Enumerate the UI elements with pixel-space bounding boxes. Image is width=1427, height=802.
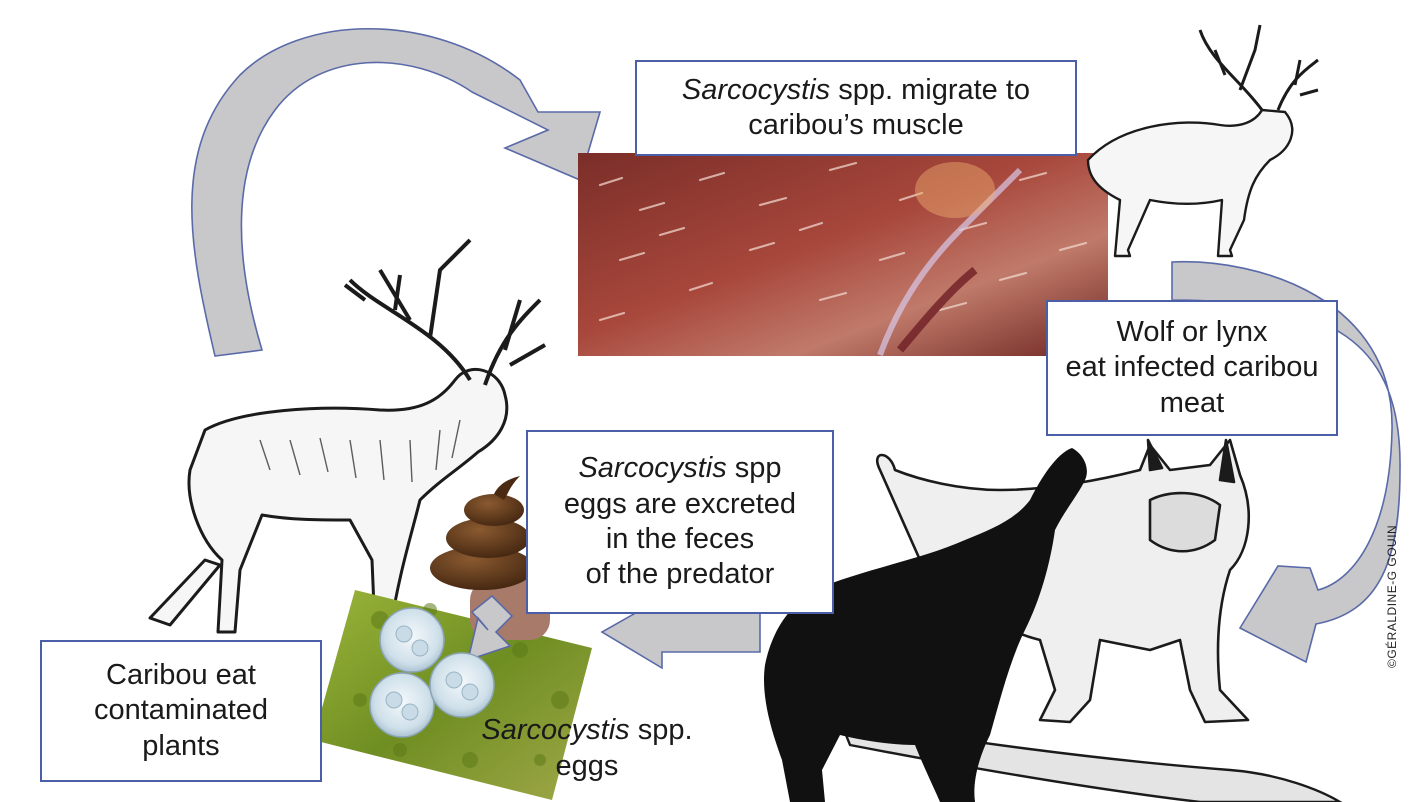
box-predator-eat-meat: Wolf or lynx eat infected caribou meat xyxy=(1046,300,1338,436)
egg-1 xyxy=(380,608,444,672)
excreted-line-3: in the feces xyxy=(528,522,832,557)
eggs-label: Sarcocystis spp. eggs xyxy=(452,712,722,785)
excreted-line-2: eggs are excreted xyxy=(528,487,832,522)
excreted-line-1: Sarcocystis spp xyxy=(528,451,832,486)
caribou-line-3: plants xyxy=(42,729,320,764)
predator-line-1: Wolf or lynx xyxy=(1048,315,1336,350)
box-eggs-excreted: Sarcocystis spp eggs are excreted in the… xyxy=(526,430,834,614)
box-caribou-eat-plants: Caribou eat contaminated plants xyxy=(40,640,322,782)
excreted-line-4: of the predator xyxy=(528,557,832,592)
box-migrate-to-muscle: Sarcocystis spp. migrate to caribou’s mu… xyxy=(635,60,1077,156)
egg-2 xyxy=(370,673,434,737)
eggs-label-line-2: eggs xyxy=(452,748,722,784)
caribou-line-2: contaminated xyxy=(42,693,320,728)
predator-line-2: eat infected caribou xyxy=(1048,350,1336,385)
migrate-line-1: Sarcocystis spp. migrate to xyxy=(637,73,1075,108)
predator-line-3: meat xyxy=(1048,386,1336,421)
egg-3 xyxy=(430,653,494,717)
eggs-label-line-1: Sarcocystis spp. xyxy=(452,712,722,748)
caribou-line-1: Caribou eat xyxy=(42,658,320,693)
muscle-photo xyxy=(578,153,1108,356)
migrate-line-2: caribou’s muscle xyxy=(637,108,1075,143)
caribou-right-illustration xyxy=(1088,25,1318,256)
photo-credit: ©GÉRALDINE-G GOUIN xyxy=(1385,525,1399,668)
